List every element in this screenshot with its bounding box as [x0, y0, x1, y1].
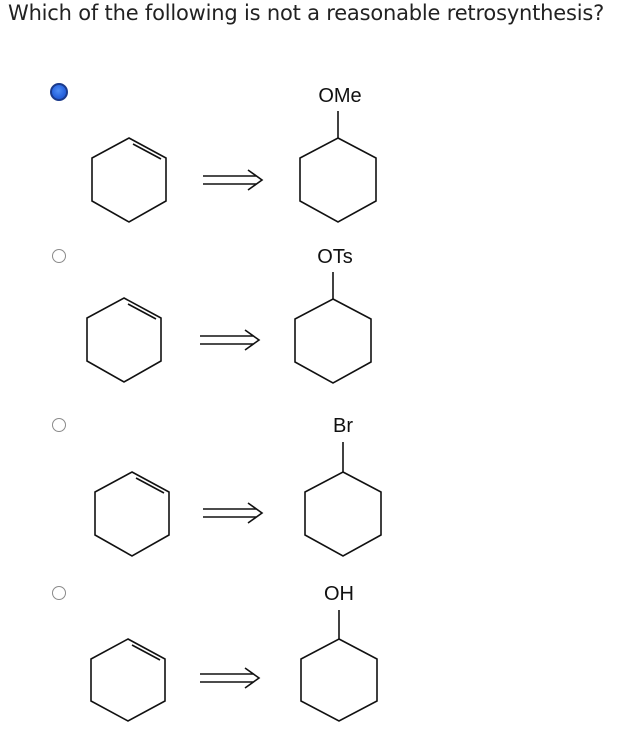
- retrosynthesis-diagram-2: [86, 272, 372, 384]
- question-text: Which of the following is not a reasonab…: [8, 1, 605, 25]
- retrosynthesis-diagram-3: [94, 442, 382, 557]
- substituted-cyclohexane-icon: [299, 111, 377, 223]
- cyclohexene-icon: [86, 297, 162, 383]
- retrosynthesis-arrow-icon: [203, 502, 264, 524]
- substituted-cyclohexane-icon: [294, 272, 372, 384]
- substituent-label-1: OMe: [318, 85, 362, 107]
- substituent-label-3: Br: [333, 415, 353, 437]
- substituent-label-2: OTs: [317, 246, 353, 268]
- radio-button-option-2[interactable]: [52, 249, 66, 263]
- retrosynthesis-arrow-icon: [200, 667, 261, 689]
- retrosynthesis-diagram-4: [90, 610, 378, 722]
- substituted-cyclohexane-icon: [300, 610, 378, 722]
- retrosynthesis-diagram-1: [91, 111, 377, 223]
- retrosynthesis-arrow-icon: [200, 329, 261, 351]
- substituent-label-4: OH: [324, 583, 354, 605]
- radio-button-option-4[interactable]: [52, 586, 66, 600]
- substituted-cyclohexane-icon: [304, 442, 382, 557]
- cyclohexene-icon: [94, 471, 170, 557]
- answer-option-1[interactable]: OMe: [0, 80, 624, 245]
- answer-option-2[interactable]: OTs: [0, 245, 624, 410]
- cyclohexene-icon: [91, 137, 167, 223]
- answer-option-3[interactable]: Br: [0, 414, 624, 579]
- answer-option-4[interactable]: OH: [0, 582, 624, 747]
- cyclohexene-icon: [90, 638, 166, 722]
- retrosynthesis-arrow-icon: [203, 169, 264, 191]
- radio-button-option-1[interactable]: [50, 83, 68, 101]
- radio-button-option-3[interactable]: [52, 418, 66, 432]
